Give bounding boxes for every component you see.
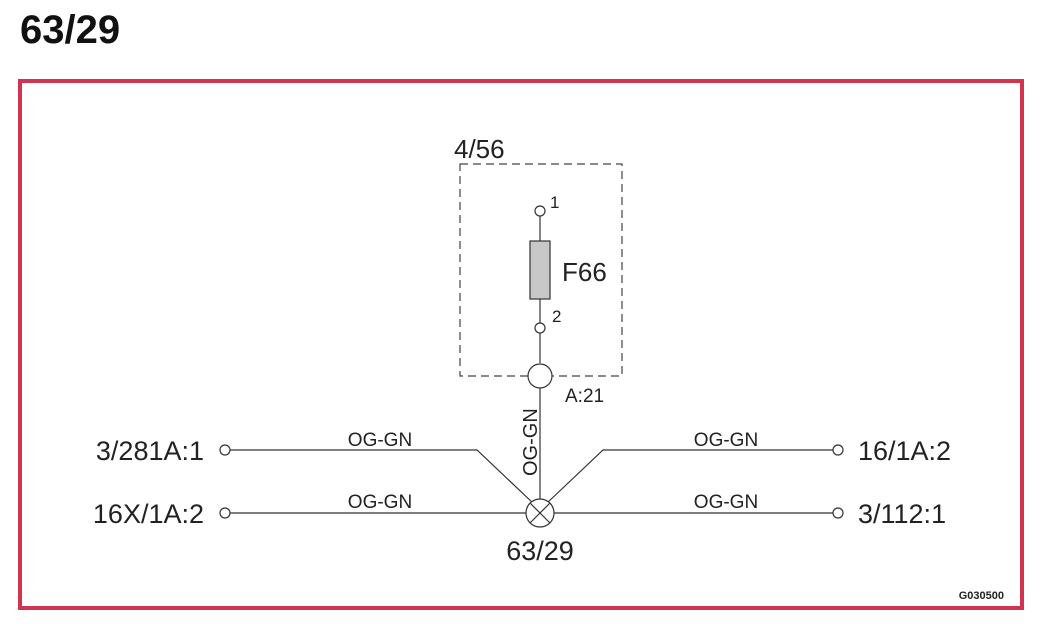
terminal-left-bottom-label: 16X/1A:2 bbox=[93, 499, 204, 529]
wire-left-bottom-label: OG-GN bbox=[348, 492, 412, 513]
terminal-left-top-label: 3/281A:1 bbox=[96, 436, 204, 466]
diagram-frame bbox=[18, 79, 1024, 610]
terminal-right-top-label: 16/1A:2 bbox=[858, 436, 951, 466]
fuse-pin-1-label: 1 bbox=[550, 193, 559, 212]
vertical-wire-label: OG-GN bbox=[520, 408, 542, 476]
fuse-label: F66 bbox=[562, 257, 607, 287]
terminal-right-top bbox=[832, 444, 844, 456]
wire-right-bottom-label: OG-GN bbox=[694, 492, 758, 513]
wire-right-top-label: OG-GN bbox=[694, 430, 758, 451]
fuse-pin-2-label: 2 bbox=[552, 307, 561, 326]
fuse-body bbox=[529, 240, 551, 300]
fuse-pin-2 bbox=[534, 322, 546, 334]
wire-right-top bbox=[545, 449, 833, 505]
figure-code: G030500 bbox=[959, 590, 1004, 602]
connector-a21 bbox=[527, 363, 553, 389]
terminal-left-top bbox=[219, 444, 231, 456]
fuse-pin-1 bbox=[534, 205, 546, 217]
page-title: 63/29 bbox=[20, 8, 121, 52]
splice-circle-x-icon bbox=[525, 498, 555, 528]
terminal-right-bottom-label: 3/112:1 bbox=[858, 499, 946, 529]
terminal-left-bottom bbox=[219, 507, 231, 519]
splice-label: 63/29 bbox=[506, 536, 574, 566]
wire-left-top-label: OG-GN bbox=[348, 430, 412, 451]
module-label: 4/56 bbox=[454, 134, 505, 164]
connector-label: A:21 bbox=[565, 386, 604, 407]
terminal-right-bottom bbox=[832, 507, 844, 519]
wire-left-top bbox=[230, 449, 535, 505]
